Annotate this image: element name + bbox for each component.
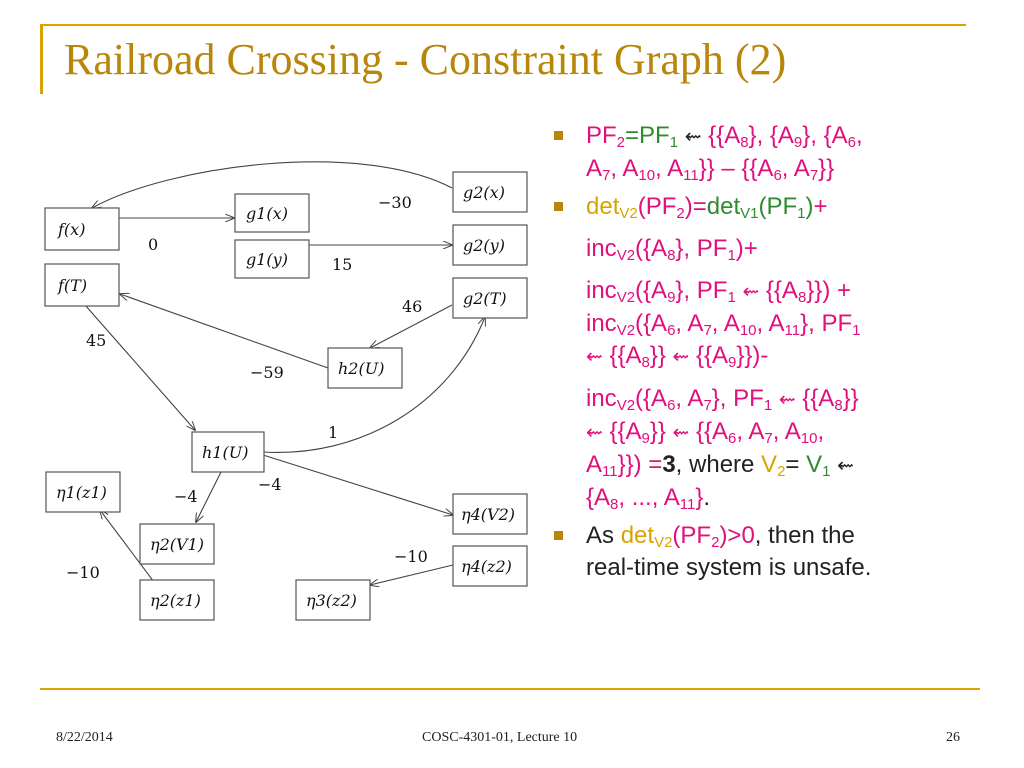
edge-label-45: 45 [86, 331, 106, 350]
node-g2-y: g2(y) [452, 224, 528, 266]
backward-arrow-icon: ⇜ [778, 389, 796, 411]
edge-h1U-g2T [262, 317, 485, 454]
node-eta2-V1: η2(V1) [139, 523, 215, 565]
svg-text:f(T): f(T) [57, 276, 87, 295]
bullet-item-2: detV2(PF2)=detV1(PF1)+ incV2({A8}, PF1)+… [552, 191, 1012, 514]
slide-title: Railroad Crossing - Constraint Graph (2) [64, 35, 787, 84]
edge-n2z1-n1z1 [100, 510, 161, 591]
svg-text:h1(U): h1(U) [202, 443, 248, 462]
edge-g2x-fx [92, 161, 453, 208]
node-g1-y: g1(y) [234, 239, 310, 279]
footer-rule [40, 688, 980, 690]
svg-text:h2(U): h2(U) [338, 359, 384, 378]
edge-label-15: 15 [332, 255, 352, 274]
edge-label-neg10-b: −10 [394, 547, 428, 566]
footer-date: 8/22/2014 [56, 730, 113, 745]
edge-label-1: 1 [328, 423, 338, 442]
svg-text:η3(z2): η3(z2) [306, 591, 357, 610]
edge-label-neg4-b: −4 [258, 475, 282, 494]
svg-text:η4(z2): η4(z2) [461, 557, 512, 576]
node-f-T: f(T) [44, 263, 120, 307]
svg-text:g2(T): g2(T) [463, 289, 507, 308]
svg-text:f(x): f(x) [57, 220, 85, 239]
svg-text:η2(z1): η2(z1) [150, 591, 201, 610]
node-f-x: f(x) [44, 207, 120, 251]
edge-g2T-h2U [370, 304, 453, 348]
node-g2-T: g2(T) [452, 277, 528, 319]
node-eta1-z1: η1(z1) [45, 471, 121, 513]
edge-label-neg4-a: −4 [174, 487, 198, 506]
node-eta4-V2: η4(V2) [452, 493, 528, 535]
title-vertical-rule [40, 24, 43, 94]
footer-page-number: 26 [946, 730, 960, 745]
node-g1-x: g1(x) [234, 193, 310, 233]
bullet-item-1: PF2=PF1 ⇜ {{A8}, {A9}, {A6, A7, A10, A11… [552, 120, 1012, 185]
node-eta3-z2: η3(z2) [295, 579, 371, 621]
backward-arrow-icon: ⇜ [742, 281, 760, 303]
edge-label-neg10-a: −10 [66, 563, 100, 582]
backward-arrow-icon: ⇜ [586, 346, 603, 368]
svg-text:η4(V2): η4(V2) [461, 505, 515, 524]
backward-arrow-icon: ⇜ [684, 126, 702, 148]
node-h2-U: h2(U) [327, 347, 403, 389]
node-eta4-z2: η4(z2) [452, 545, 528, 587]
svg-text:η1(z1): η1(z1) [56, 483, 107, 502]
edge-h1U-n4V2 [262, 454, 453, 515]
bullet-list: PF2=PF1 ⇜ {{A8}, {A9}, {A6, A7, A10, A11… [552, 120, 1012, 584]
bullet-square-icon [554, 131, 563, 140]
bullet-square-icon [554, 531, 563, 540]
svg-text:g2(y): g2(y) [463, 236, 505, 255]
edge-h1U-n2V1 [196, 469, 223, 522]
node-h1-U: h1(U) [191, 431, 265, 473]
svg-text:g1(x): g1(x) [246, 204, 288, 223]
svg-text:η2(V1): η2(V1) [150, 535, 204, 554]
node-g2-x: g2(x) [452, 171, 528, 213]
backward-arrow-icon: ⇜ [586, 422, 603, 444]
constraint-graph: 0 −30 15 46 45 −59 1 −4 −4 −10 −10 f(x) … [44, 161, 528, 621]
bullet-square-icon [554, 202, 563, 211]
edge-fT-h1U [84, 304, 195, 430]
edge-label-46: 46 [402, 297, 422, 316]
backward-arrow-icon: ⇜ [672, 346, 690, 368]
svg-text:g2(x): g2(x) [463, 183, 505, 202]
footer-course: COSC-4301-01, Lecture 10 [422, 730, 578, 745]
node-eta2-z1: η2(z1) [139, 579, 215, 621]
edge-label-neg30: −30 [378, 193, 412, 212]
edge-n4z2-n3z2 [370, 564, 454, 585]
edge-h2U-fT [120, 294, 329, 369]
edge-label-0: 0 [148, 235, 158, 254]
backward-arrow-icon: ⇜ [672, 422, 690, 444]
backward-arrow-icon: ⇜ [837, 455, 854, 477]
edge-label-neg59: −59 [250, 363, 284, 382]
svg-text:g1(y): g1(y) [246, 250, 288, 269]
bullet-item-3: As detV2(PF2)>0, then the real-time syst… [552, 520, 1012, 584]
title-top-rule [40, 24, 966, 26]
